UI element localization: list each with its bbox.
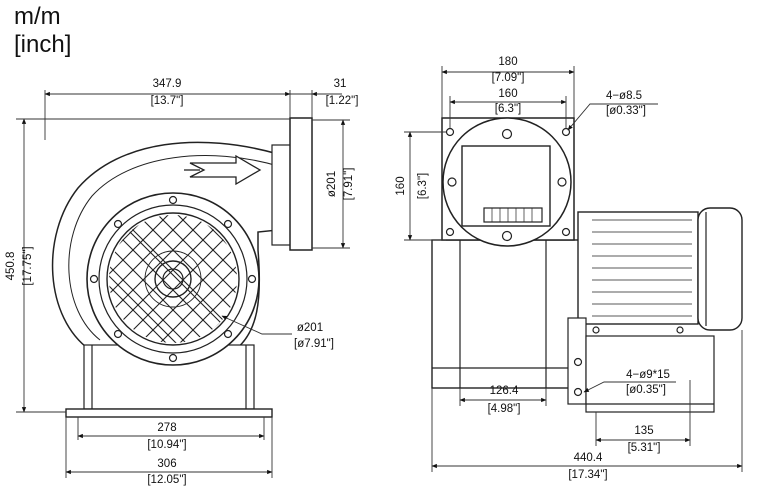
dim-flange-mm: 31	[334, 78, 347, 90]
dim-height-in: [17.75"]	[22, 246, 34, 285]
flange-bolt-holes	[445, 127, 571, 242]
dim-bolt-holes-mm: 4−ø8.5	[606, 90, 642, 102]
dim-flange-height-in: [6.3"]	[417, 173, 429, 199]
damper-blade	[483, 207, 543, 223]
inlet-screws	[89, 195, 257, 363]
dim-foot-spacing-mm: 135	[634, 425, 653, 437]
base-plate	[65, 408, 273, 418]
dim-inlet-dia-in: [ø7.91"]	[294, 338, 334, 350]
front-dimensions	[16, 90, 350, 478]
foot-plate	[585, 335, 715, 413]
dim-foot-spacing-in: [5.31"]	[628, 442, 661, 454]
dim-foot-holes-mm: 4−ø9*15	[626, 369, 670, 381]
side-view	[431, 117, 743, 413]
dim-flange-inner-in: [6.3"]	[495, 103, 521, 115]
dim-width-mm: 347.9	[153, 78, 182, 90]
housing-body	[431, 239, 581, 389]
inlet-grill	[109, 215, 237, 343]
dim-total-length-mm: 440.4	[574, 452, 603, 464]
dim-flange-inner-mm: 160	[498, 88, 517, 100]
side-dimensions	[404, 66, 743, 472]
outlet-flange	[289, 117, 313, 251]
dim-bolt-holes-in: [ø0.33"]	[606, 105, 646, 117]
dim-width-in: [13.7"]	[151, 95, 184, 107]
dim-flange-outer-mm: 180	[498, 56, 517, 68]
inlet-ring-outer	[86, 192, 260, 366]
dim-base-inner-mm: 278	[157, 422, 176, 434]
motor-fins	[592, 219, 692, 317]
dim-inlet-dia-mm: ø201	[297, 322, 323, 334]
dim-outlet-dia-mm: ø201	[326, 171, 338, 197]
dim-outlet-dia-in: [7.91"]	[343, 168, 355, 201]
dim-base-inner-in: [10.94"]	[147, 439, 186, 451]
dim-body-width-mm: 126.4	[490, 385, 519, 397]
unit-label-inch: [inch]	[14, 31, 72, 58]
dim-total-length-in: [17.34"]	[568, 469, 607, 481]
dim-body-width-in: [4.98"]	[488, 403, 521, 415]
outlet-duct	[271, 144, 293, 246]
dim-height-mm: 450.8	[5, 252, 17, 281]
unit-label-mm: m/m	[14, 3, 61, 30]
motor-end-cap	[697, 207, 743, 331]
dim-base-outer-mm: 306	[157, 458, 176, 470]
dim-foot-holes-in: [ø0.35"]	[626, 384, 666, 396]
airflow-arrow-icon	[184, 154, 262, 186]
dim-flange-height-mm: 160	[395, 176, 407, 195]
dim-base-outer-in: [12.05"]	[147, 474, 186, 486]
dim-flange-in: [1.22"]	[326, 95, 359, 107]
dim-flange-outer-in: [7.09"]	[492, 72, 525, 84]
front-view	[51, 117, 313, 418]
